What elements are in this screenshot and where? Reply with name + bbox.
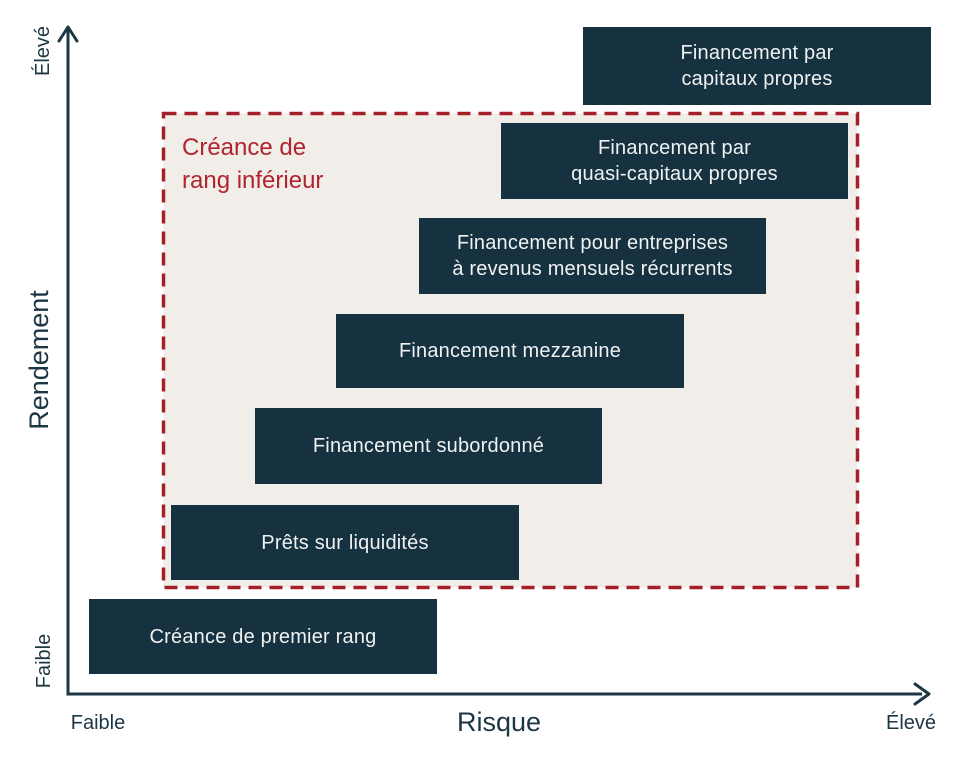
box-financement-mezzanine: Financement mezzanine: [336, 314, 684, 388]
box-prets-sur-liquidites: Prêts sur liquidités: [171, 505, 519, 580]
x-axis-low-label: Faible: [70, 712, 126, 734]
inferior-zone-label: Créance de rang inférieur: [182, 134, 324, 194]
box-financement-capitaux-propres: Financement par capitaux propres: [583, 27, 931, 105]
x-axis-title: Risque: [456, 707, 542, 737]
y-axis-title: Rendement: [24, 290, 54, 430]
x-axis-arrowhead: [913, 682, 931, 706]
box-financement-quasi-capitaux-propres: Financement par quasi-capitaux propres: [501, 123, 848, 199]
y-axis-low-label: Faible: [33, 633, 55, 689]
y-axis-arrowhead: [57, 25, 79, 43]
box-financement-subordonne: Financement subordonné: [255, 408, 602, 484]
x-axis-high-label: Élevé: [885, 712, 937, 734]
box-creance-premier-rang: Créance de premier rang: [89, 599, 437, 674]
y-axis-high-label: Élevé: [32, 25, 54, 77]
box-financement-entreprises-revenus-recurrents: Financement pour entreprises à revenus m…: [419, 218, 766, 294]
